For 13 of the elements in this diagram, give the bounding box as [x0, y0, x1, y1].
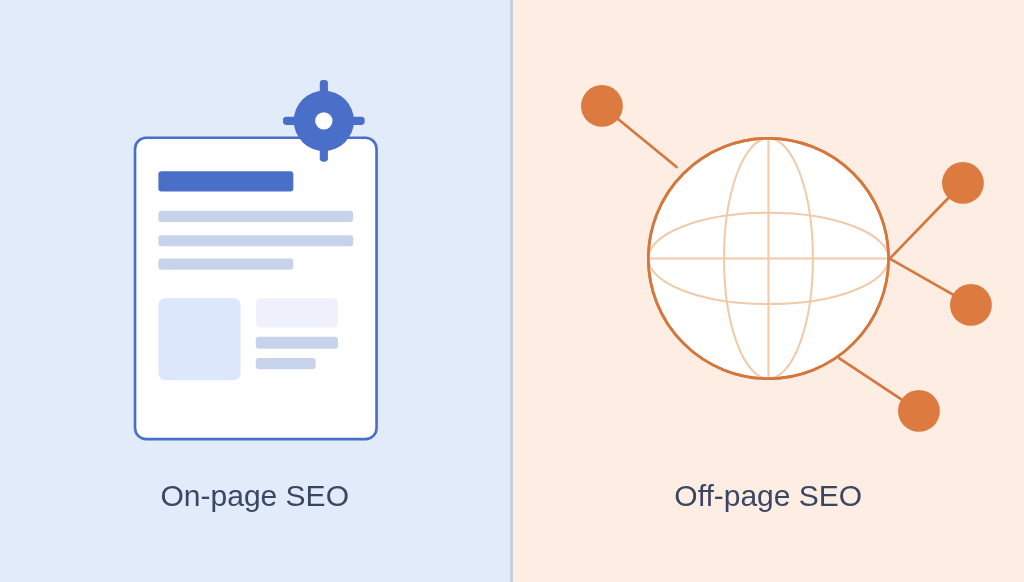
globe-icon	[646, 137, 890, 381]
dot-icon	[580, 84, 623, 127]
dot-icon	[950, 283, 993, 326]
connector-line	[838, 357, 903, 401]
dot-icon	[897, 389, 940, 432]
connector-line	[888, 257, 955, 296]
panel-label: On-page SEO	[160, 479, 349, 513]
connector-line	[888, 196, 950, 260]
panel-label: Off-page SEO	[674, 479, 863, 513]
panel	[512, 0, 1024, 582]
dot-icon	[942, 161, 984, 204]
panel	[0, 0, 513, 582]
connector-line	[616, 117, 678, 169]
